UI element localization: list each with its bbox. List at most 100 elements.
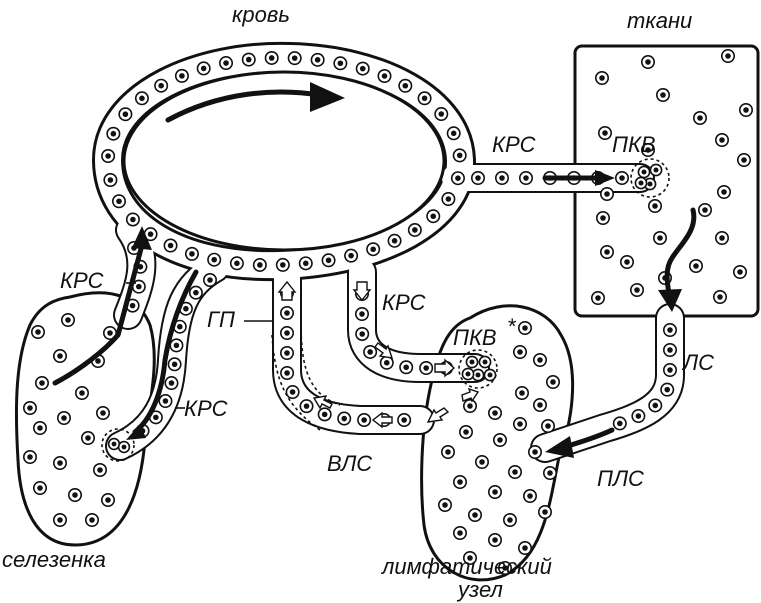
lymphocyte-nucleus [619, 175, 625, 181]
lymphocyte-nucleus [469, 359, 475, 365]
lymphocyte-nucleus [121, 444, 127, 450]
lymphocyte-nucleus [37, 485, 43, 491]
lymphocyte-nucleus [492, 537, 498, 543]
lymphocyte-nucleus [450, 130, 457, 137]
lymphocyte-nucleus [456, 152, 463, 159]
lymphocyte-nucleus [457, 530, 463, 536]
lymphocyte-nucleus [177, 323, 183, 330]
lymphocyte-nucleus [57, 460, 63, 466]
lymphocyte-nucleus [284, 330, 290, 336]
lymphocyte-nucleus [499, 175, 505, 181]
pkv-tissue-circle [630, 158, 670, 198]
lymphocyte-nucleus [430, 213, 437, 220]
lymphocyte-nucleus [664, 386, 671, 393]
lymphocyte-nucleus [89, 517, 95, 523]
lymphocyte-nucleus [130, 216, 136, 223]
lymphocyte-nucleus [438, 111, 445, 117]
lymphocyte-nucleus [359, 65, 366, 72]
lymphocyte-nucleus [653, 167, 659, 173]
lymphocyte-nucleus [660, 92, 666, 98]
lymphocyte-nucleus [652, 402, 659, 409]
lymphocyte-nucleus [517, 349, 523, 355]
lymphocyte-nucleus [455, 175, 461, 181]
lymphocyte-nucleus [171, 361, 178, 368]
spleen [14, 291, 156, 547]
lymphocyte-nucleus [741, 157, 747, 163]
lymphocyte-nucleus [442, 502, 448, 508]
lymphocyte-nucleus [702, 207, 708, 213]
lymphocyte-nucleus [604, 249, 610, 255]
blood-flow-arrowhead [310, 82, 345, 112]
lymphocyte-nucleus [537, 357, 543, 363]
hollow-arrow-node-4 [461, 387, 480, 403]
lymphocyte-nucleus [167, 242, 174, 249]
label-pls: ПЛС [597, 466, 644, 491]
lymphocyte-nucleus [737, 269, 743, 275]
label-blood: кровь [232, 2, 290, 27]
lymphocyte-nucleus [667, 367, 673, 373]
spleen-out-arrow [132, 269, 199, 435]
lymphocyte-nucleus [105, 497, 111, 503]
hollow-arrow-node-2 [434, 358, 456, 378]
lymphocyte-nucleus [37, 425, 43, 431]
lymphocyte-nucleus [667, 347, 673, 353]
lymphocytes [22, 48, 753, 575]
lymphocyte-nucleus [189, 251, 195, 257]
label-lymph-node-2: узел [456, 577, 503, 602]
lymphocyte-nucleus [523, 175, 529, 181]
lymphocyte-nucleus [27, 454, 33, 460]
lymphocyte-nucleus [479, 459, 485, 465]
labels: кровь ткани селезенка лимфатический узел… [2, 2, 714, 602]
lymphocyte-nucleus [211, 256, 217, 263]
lymphocyte-nucleus [545, 423, 551, 429]
lymphocyte-nucleus [600, 215, 606, 221]
lymphocyte-nucleus [522, 545, 528, 551]
lymphocyte-nucleus [381, 73, 388, 79]
lymphocyte-nucleus [245, 56, 252, 63]
label-vls: ВЛС [327, 451, 372, 476]
lymphocyte-nucleus [697, 115, 703, 121]
lymphocyte-nucleus [667, 327, 673, 333]
lymphocyte-nucleus [95, 358, 101, 364]
tissue-flow-arrowhead [595, 170, 615, 186]
lymphocyte-nucleus [507, 517, 513, 523]
lymphocyte-nucleus [284, 310, 290, 316]
lymphocyte-nucleus [550, 379, 556, 385]
lymphocyte-nucleus [314, 57, 321, 63]
label-krs-spleen-in: КРС [60, 268, 104, 293]
lymphocyte-nucleus [532, 449, 538, 455]
lymphocyte-nucleus [719, 137, 725, 143]
pkv-clusters [101, 158, 670, 462]
lymphocyte-nucleus [412, 227, 418, 233]
label-lymph-node-1: лимфатический [380, 554, 552, 579]
label-krs-spleen-out: КРС [184, 396, 228, 421]
lymphocyte-nucleus [537, 402, 543, 408]
lymphocyte-nucleus [348, 252, 354, 259]
label-gp: ГП [207, 307, 235, 332]
lymphocyte-nucleus [39, 380, 45, 386]
lymphocyte-nucleus [445, 196, 452, 202]
lymphocyte-nucleus [517, 421, 523, 427]
lymphocyte-nucleus [635, 413, 642, 419]
lymphocyte-nucleus [193, 289, 199, 296]
hollow-arrow-node-1 [374, 342, 394, 359]
lymphocyte-nucleus [492, 410, 498, 416]
lymphocyte-nucleus [638, 180, 644, 186]
lymphocyte-nucleus [303, 403, 310, 409]
lymphocyte-nucleus [110, 130, 117, 137]
lymphocyte-nucleus [179, 73, 185, 79]
lymphocyte-nucleus [634, 287, 640, 293]
lymphocyte-nucleus [475, 175, 481, 181]
lymphocyte-nucleus [107, 330, 113, 336]
label-krs-node: КРС [382, 290, 426, 315]
lymphocyte-nucleus [522, 325, 528, 331]
lymphocyte-nucleus [57, 517, 63, 523]
hollow-arrow-krs-down [352, 281, 372, 302]
lymphocyte-nucleus [147, 231, 154, 237]
pkv-node-circle [458, 349, 498, 389]
flow-arrows [52, 82, 697, 458]
lymphocyte-nucleus [337, 60, 344, 67]
lymphocyte-nucleus [321, 411, 328, 418]
tissue-to-lymph-arrow [664, 207, 697, 298]
